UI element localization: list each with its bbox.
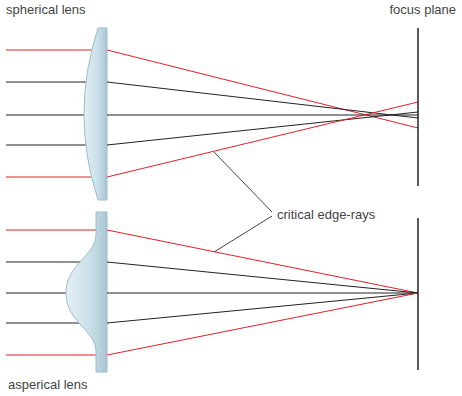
leader-line (214, 216, 272, 252)
edge-ray (107, 102, 418, 177)
aspherical-lens-shape (66, 212, 107, 372)
ray (6, 323, 82, 324)
leader-line (214, 152, 272, 212)
ray (107, 262, 418, 293)
ray (6, 82, 90, 83)
ray (107, 82, 418, 118)
lens-label: asperical lens (8, 377, 88, 392)
ray (107, 115, 418, 116)
outgoing-rays (107, 50, 418, 355)
edge-ray (6, 230, 96, 231)
focus-plane-line (417, 28, 419, 186)
ray (107, 293, 418, 323)
plane-label: focus plane (390, 2, 457, 17)
edge-ray (6, 177, 94, 178)
focus-plane-line (417, 218, 419, 370)
ray (6, 293, 66, 294)
edge-ray (107, 50, 418, 128)
edge-ray (107, 230, 418, 293)
ray (107, 112, 418, 145)
ray (6, 115, 88, 116)
ray (6, 145, 90, 146)
spherical-lens-shape (84, 28, 107, 200)
edge-ray (6, 355, 96, 356)
edge-ray (6, 50, 94, 51)
callout-label: critical edge-rays (277, 207, 375, 222)
ray (107, 293, 418, 294)
edge-ray (107, 293, 418, 355)
lens-label: spherical lens (6, 2, 86, 17)
ray (6, 262, 82, 263)
